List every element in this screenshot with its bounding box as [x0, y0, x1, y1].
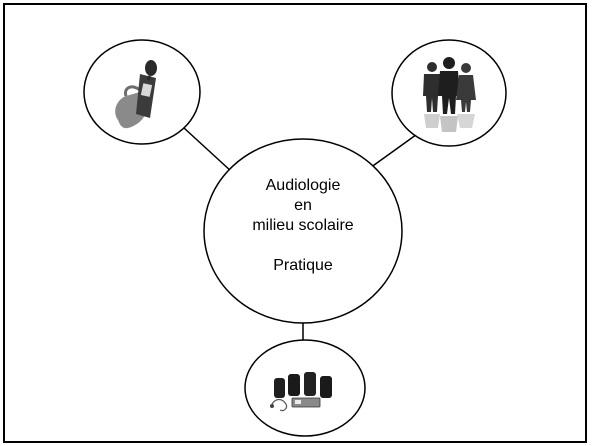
center-line-3: milieu scolaire: [252, 217, 354, 234]
slide-border: [3, 3, 587, 443]
fm-system-equipment-icon: [270, 372, 332, 412]
connector-top-left: [183, 127, 233, 173]
people-silhouettes-icon: [423, 57, 476, 132]
center-line-2: en: [294, 197, 312, 214]
center-line-5: Pratique: [273, 257, 333, 274]
center-node: [203, 138, 403, 324]
connector-top-right: [369, 131, 421, 169]
center-line-1: Audiologie: [265, 177, 341, 194]
center-line-4: [218, 236, 388, 256]
center-node-label: Audiologie en milieu scolaire Pratique: [218, 176, 388, 276]
sound-level-meter-icon: [115, 60, 157, 129]
